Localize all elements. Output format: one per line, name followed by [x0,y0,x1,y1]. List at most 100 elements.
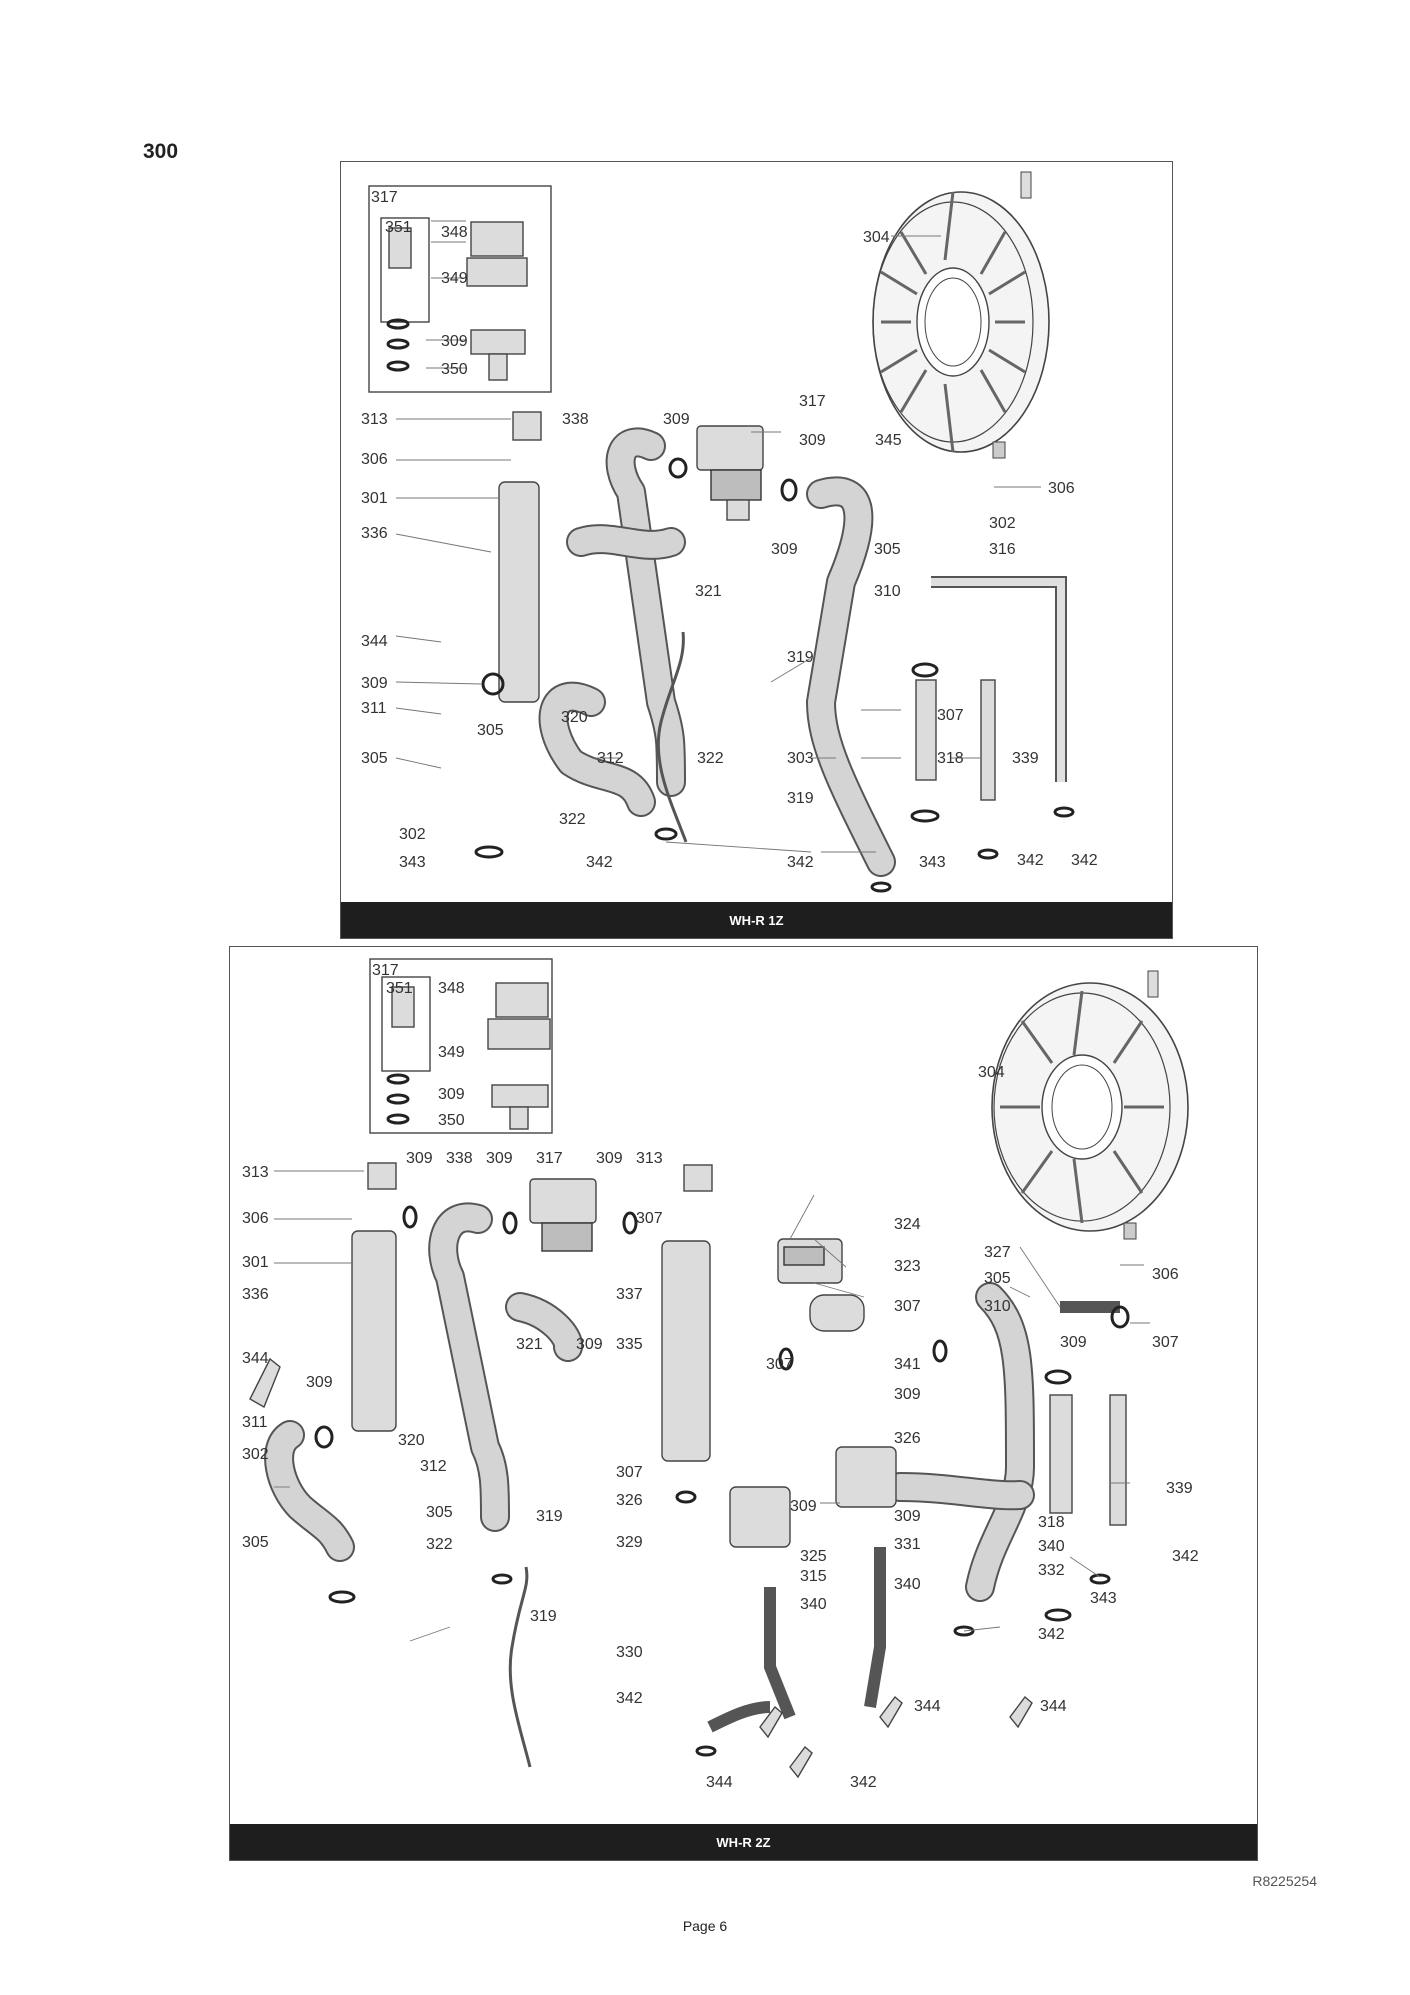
part-label: 339 [1166,1480,1193,1497]
part-label: 311 [361,700,387,717]
part-label: 318 [1038,1514,1065,1531]
part-label: 306 [1048,480,1075,497]
part-label: 342 [1017,852,1044,869]
pipe-339 [1109,1394,1127,1526]
cable-319 [508,1566,532,1768]
section-number: 300 [143,140,179,163]
part-label: 341 [894,1356,921,1373]
part-label: 351 [386,980,413,997]
part-label: 309 [771,541,798,558]
part-label: 323 [894,1258,921,1275]
part-label: 307 [766,1356,793,1373]
part-label: 351 [385,219,412,236]
part-label: 310 [874,583,901,600]
part-label: 309 [486,1150,513,1167]
part-label: 319 [536,1508,563,1525]
part-label: 342 [1172,1548,1199,1565]
part-label: 340 [800,1596,827,1613]
o-ring [386,1093,410,1105]
cable-319 [656,631,688,843]
part-label: 344 [914,1698,941,1715]
part-label: 336 [242,1286,269,1303]
part-label: 301 [361,490,388,507]
o-ring [386,360,410,372]
exploded-view-2z: 317 351 348 349 309 350 304 313 309 338 … [242,958,1199,1791]
part-label: 337 [616,1286,643,1303]
o-ring-342 [870,881,892,893]
part-label: 309 [596,1150,623,1167]
diagram-panel-wh-r-1z: 317 351 348 349 309 350 304 313 338 309 … [340,161,1173,939]
part-label: 309 [441,333,468,350]
part-label: 311 [242,1414,268,1431]
part-label: 313 [242,1164,269,1181]
part-label: 307 [1152,1334,1179,1351]
part-label: 332 [1038,1562,1065,1579]
part-label: 345 [875,432,902,449]
part-label: 344 [1040,1698,1067,1715]
part-label: 312 [420,1458,447,1475]
part-label: 340 [894,1576,921,1593]
part-label: 338 [562,411,589,428]
o-ring-342 [1053,806,1075,818]
part-label: 320 [398,1432,425,1449]
expansion-vessel-304 [872,171,1050,459]
part-label: 331 [894,1536,921,1553]
o-ring-342 [654,827,678,841]
part-label: 317 [372,962,399,979]
valve-317 [529,1178,597,1252]
valve-body-349 [466,257,528,287]
part-label: 309 [361,675,388,692]
tee-350 [491,1084,549,1108]
part-label: 309 [799,432,826,449]
part-label: 342 [586,854,613,871]
o-ring-307 [778,1347,794,1371]
part-label: 305 [874,541,901,558]
part-label: 302 [989,515,1016,532]
pipe-331 [864,1547,886,1708]
part-label: 315 [800,1568,827,1585]
pipe-339 [980,679,996,801]
part-label: 309 [406,1150,433,1167]
diagram-panel-wh-r-2z: 317 351 348 349 309 350 304 313 309 338 … [229,946,1258,1861]
part-label: 309 [1060,1334,1087,1351]
part-labels: 317 351 348 349 309 350 304 313 309 338 … [242,962,1199,1791]
o-ring-307 [911,662,939,678]
part-label: 306 [242,1210,269,1227]
part-label: 305 [361,750,388,767]
o-ring-307 [1110,1305,1130,1329]
part-label: 344 [242,1350,269,1367]
part-label: 309 [306,1374,333,1391]
part-label: 310 [984,1298,1011,1315]
cylinder-301 [498,481,540,703]
o-ring [386,1073,410,1085]
part-label: 318 [937,750,964,767]
part-label: 324 [894,1216,921,1233]
actuator-348 [495,982,549,1018]
pipe-318 [1049,1394,1073,1514]
pipe-329 [764,1587,796,1720]
part-label: 344 [706,1774,733,1791]
expansion-vessel-304 [991,970,1189,1240]
part-label: 307 [894,1298,921,1315]
part-label: 317 [799,393,826,410]
o-ring-309 [1044,1369,1072,1385]
panel-title-banner: WH-R 2Z [230,1824,1257,1860]
pipe-330 [707,1701,771,1733]
o-ring-309 [481,672,505,696]
o-ring-343 [328,1590,356,1604]
part-label: 321 [516,1336,543,1353]
pump-326 [729,1486,791,1548]
part-label: 349 [441,270,468,287]
part-label: 350 [438,1112,465,1129]
o-ring-342 [491,1573,513,1585]
part-label: 326 [616,1492,643,1509]
part-label: 343 [1090,1590,1117,1607]
part-label: 302 [242,1446,269,1463]
cartridge-351 [391,986,415,1028]
cartridge-351 [388,227,412,269]
pipe-318 [915,679,937,781]
tee-350 [470,329,526,355]
part-label: 322 [559,811,586,828]
part-label: 304 [863,229,890,246]
part-label: 343 [919,854,946,871]
